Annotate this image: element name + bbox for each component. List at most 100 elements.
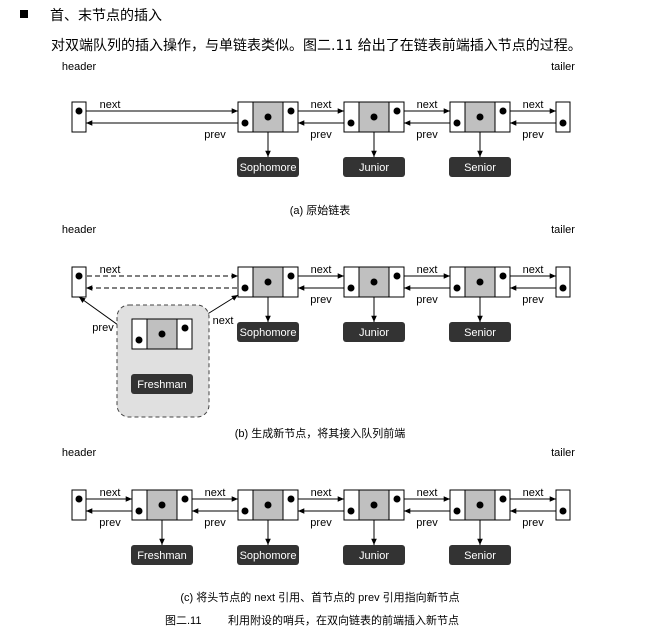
node-next-pointer-sophomore	[287, 107, 295, 115]
header-label: header	[62, 447, 97, 459]
caption-a: (a) 原始链表	[290, 203, 351, 217]
prev-label: prev	[310, 517, 332, 529]
node-data-pointer-senior	[476, 278, 484, 286]
next-label: next	[311, 99, 332, 111]
node-prev-pointer-junior	[347, 119, 355, 127]
section-heading: 首、末节点的插入	[50, 8, 162, 24]
next-label: next	[213, 315, 234, 327]
tailer-label: tailer	[551, 447, 575, 459]
node-prev-pointer-senior	[453, 119, 461, 127]
caption-b: (b) 生成新节点，将其接入队列前端	[235, 426, 406, 440]
node-next-pointer-senior	[499, 107, 507, 115]
prev-label: prev	[416, 517, 438, 529]
node-next-pointer-sophomore	[287, 495, 295, 503]
node-data-pointer-senior	[476, 113, 484, 121]
node-next-pointer-junior	[393, 272, 401, 280]
node-prev-pointer-senior	[453, 507, 461, 515]
next-label: next	[417, 264, 438, 276]
node-prev-pointer-sophomore	[241, 284, 249, 292]
bullet-marker	[20, 10, 28, 18]
node-prev-pointer-junior	[347, 284, 355, 292]
next-label: next	[100, 99, 121, 111]
caption-c: (c) 将头节点的 next 引用、首节点的 prev 引用指向新节点	[180, 590, 459, 604]
prev-label: prev	[92, 322, 114, 334]
node-next-pointer-junior	[393, 495, 401, 503]
prev-label: prev	[204, 517, 226, 529]
header-sentinel-pointer	[75, 107, 83, 115]
node-data-pointer-sophomore	[264, 113, 272, 121]
tailer-sentinel	[555, 266, 571, 298]
element-label-senior: Senior	[464, 550, 496, 562]
next-label: next	[205, 487, 226, 499]
next-label: next	[311, 487, 332, 499]
node-data-pointer-freshman	[158, 501, 166, 509]
element-label-sophomore: Sophomore	[240, 327, 297, 339]
element-box-freshman	[131, 374, 193, 394]
node-data-pointer-freshman	[158, 330, 166, 338]
node-next-pointer-sophomore	[287, 272, 295, 280]
element-box-sophomore	[237, 545, 299, 565]
header-sentinel-pointer	[75, 272, 83, 280]
element-box-senior	[449, 157, 511, 177]
node-data-cell-senior	[464, 266, 496, 298]
element-box-junior	[343, 322, 405, 342]
prev-label: prev	[310, 294, 332, 306]
prev-label: prev	[522, 517, 544, 529]
figure-caption-text: 利用附设的哨兵，在双向链表的前端插入新节点	[228, 613, 459, 627]
node-next-pointer-senior	[499, 272, 507, 280]
tailer-sentinel	[555, 101, 571, 133]
header-label: header	[62, 224, 97, 236]
next-label: next	[100, 487, 121, 499]
element-label-freshman: Freshman	[137, 379, 187, 391]
element-box-junior	[343, 545, 405, 565]
node-data-pointer-junior	[370, 501, 378, 509]
element-box-senior	[449, 322, 511, 342]
node-data-pointer-junior	[370, 278, 378, 286]
element-box-sophomore	[237, 322, 299, 342]
tailer-label: tailer	[551, 61, 575, 73]
header-sentinel	[71, 101, 87, 133]
node-data-pointer-senior	[476, 501, 484, 509]
element-label-sophomore: Sophomore	[240, 550, 297, 562]
node-data-pointer-sophomore	[264, 501, 272, 509]
next-label: next	[417, 99, 438, 111]
node-data-pointer-sophomore	[264, 278, 272, 286]
tailer-sentinel-pointer	[559, 284, 567, 292]
element-box-senior	[449, 545, 511, 565]
node-prev-pointer-sophomore	[241, 507, 249, 515]
prev-label: prev	[522, 294, 544, 306]
node-next-pointer-junior	[393, 107, 401, 115]
node-prev-pointer-sophomore	[241, 119, 249, 127]
prev-label: prev	[522, 129, 544, 141]
header-label: header	[62, 61, 97, 73]
prev-label: prev	[99, 517, 121, 529]
next-label: next	[523, 99, 544, 111]
prev-label: prev	[310, 129, 332, 141]
element-box-junior	[343, 157, 405, 177]
element-label-freshman: Freshman	[137, 550, 187, 562]
next-label: next	[523, 264, 544, 276]
element-box-sophomore	[237, 157, 299, 177]
next-label: next	[417, 487, 438, 499]
prev-label: prev	[416, 129, 438, 141]
node-prev-pointer-freshman	[135, 507, 143, 515]
tailer-sentinel-pointer	[559, 119, 567, 127]
element-label-senior: Senior	[464, 327, 496, 339]
element-label-junior: Junior	[359, 162, 389, 174]
header-sentinel	[71, 489, 87, 521]
tailer-label: tailer	[551, 224, 575, 236]
element-label-junior: Junior	[359, 550, 389, 562]
intro-paragraph: 对双端队列的插入操作，与单链表类似。图二.11 给出了在链表前端插入节点的过程。	[51, 38, 582, 54]
tailer-sentinel-pointer	[559, 507, 567, 515]
tailer-sentinel	[555, 489, 571, 521]
figure-number: 图二.11	[165, 614, 201, 627]
prev-label: prev	[204, 129, 226, 141]
next-label: next	[311, 264, 332, 276]
next-label: next	[523, 487, 544, 499]
prev-label: prev	[416, 294, 438, 306]
element-box-freshman	[131, 545, 193, 565]
node-prev-pointer-senior	[453, 284, 461, 292]
node-data-pointer-junior	[370, 113, 378, 121]
node-next-pointer-freshman	[181, 324, 189, 332]
